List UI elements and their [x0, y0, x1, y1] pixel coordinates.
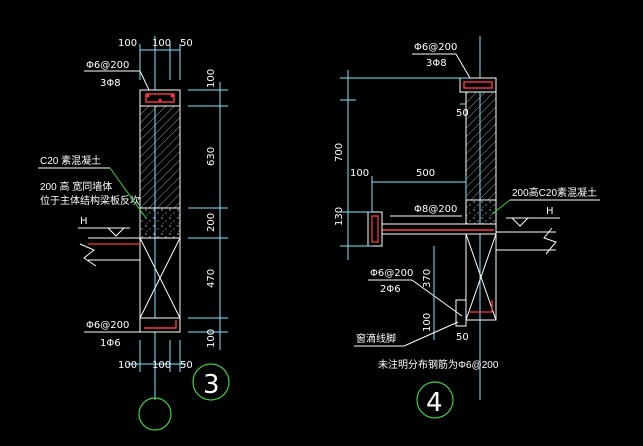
bottom-rebar — [144, 320, 177, 329]
axis-bubble — [138, 397, 172, 431]
detail-number-circle-3 — [192, 363, 230, 401]
note-line-3: 位于主体结构梁板反坎 — [40, 194, 140, 207]
dim-370: 370 — [422, 269, 433, 288]
lower-rebar-count-4: 2Φ6 — [380, 284, 401, 295]
detail-number-4: 4 — [426, 388, 443, 418]
wall-body-4 — [465, 79, 497, 201]
break-line-4 — [543, 227, 557, 255]
right-dim-3: 200 — [206, 213, 217, 232]
right-dim-4: 470 — [206, 269, 217, 288]
top-dim-2: 100 — [152, 38, 171, 49]
top-rebar-4 — [463, 81, 493, 89]
concrete-curb — [139, 207, 181, 239]
right-dim-1: 100 — [206, 69, 217, 88]
detail-number-circle-4 — [416, 381, 454, 419]
top-rebar-count: 3Φ8 — [100, 78, 121, 89]
dim-50-top: 50 — [456, 108, 469, 119]
right-dim-2: 630 — [206, 147, 217, 166]
bottom-dim-2: 100 — [152, 360, 171, 371]
lower-rebar-spec-4: Φ6@200 — [370, 268, 413, 279]
bottom-dimension-chain — [128, 340, 186, 372]
dim-100-low: 100 — [422, 313, 433, 332]
sill-upstand — [367, 211, 383, 247]
bottom-dim-1: 100 — [118, 360, 137, 371]
top-dimension-chain — [139, 44, 181, 80]
lower-opening-4 — [465, 233, 497, 321]
dim-500: 500 — [416, 168, 435, 179]
bottom-rebar-count: 1Φ6 — [100, 338, 121, 349]
top-rebar-spec-4: Φ6@200 — [414, 42, 457, 53]
detail-3: 100 100 50 Φ6@200 3Φ8 H — [38, 36, 230, 431]
dim-50-low: 50 — [456, 332, 469, 343]
left-dim-130: 130 — [334, 207, 345, 226]
concrete-note-4: 200高C20素混凝土 — [512, 186, 597, 199]
footnote-4: 未注明分布钢筋为Φ6@200 — [378, 358, 499, 371]
detail-number-3: 3 — [203, 370, 220, 400]
top-coping-4 — [459, 77, 497, 93]
drip-label: 窗滴线脚 — [356, 332, 396, 345]
top-rebar — [145, 93, 175, 103]
top-rebar-spec: Φ6@200 — [86, 60, 129, 71]
bottom-dim-3: 50 — [180, 360, 193, 371]
level-label-4: H — [546, 206, 554, 217]
left-dimension-chain-4 — [340, 70, 470, 260]
wall-body — [139, 91, 181, 209]
note-line-2: 200 高 宽同墙体 — [40, 180, 112, 193]
note-leader — [109, 167, 147, 219]
right-dim-5: 100 — [206, 329, 217, 348]
dim-100: 100 — [350, 168, 369, 179]
right-dimension-chain — [188, 82, 228, 350]
top-rebar-count-4: 3Φ8 — [426, 58, 447, 69]
drip-piece — [455, 299, 467, 327]
note-line-1: C20 素混凝土 — [40, 154, 101, 167]
level-triangle-4 — [510, 217, 530, 227]
bottom-sill — [139, 317, 181, 333]
window-sill-slab — [371, 223, 497, 235]
level-triangle — [106, 227, 126, 237]
top-dim-1: 100 — [118, 38, 137, 49]
break-line — [79, 243, 97, 267]
level-label-3: H — [80, 216, 88, 227]
top-dim-3: 50 — [180, 38, 193, 49]
bottom-rebar-spec: Φ6@200 — [86, 320, 129, 331]
slab-rebar-label: Φ8@200 — [414, 204, 457, 215]
left-dim-700: 700 — [334, 143, 345, 162]
detail-4: Φ6@200 3Φ8 50 — [334, 36, 600, 419]
